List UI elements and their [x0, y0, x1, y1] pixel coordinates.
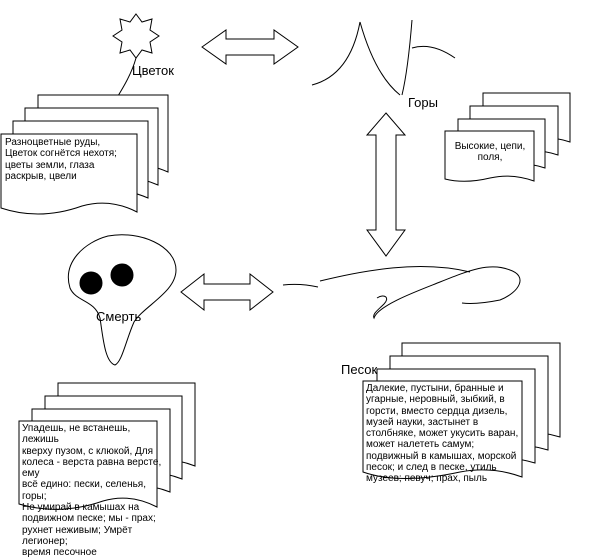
sand-note: Далекие, пустыни, бранные и угарные, нер…	[366, 383, 519, 485]
sand-icon	[282, 266, 521, 320]
diagram-drawing	[0, 13, 571, 510]
flower-icon	[99, 13, 160, 126]
mountains-icon	[311, 19, 456, 96]
sand-document-stack	[362, 342, 561, 479]
arrow-flower-mountains	[201, 29, 299, 65]
arrow-death-sand	[180, 272, 274, 312]
death-note: Упадешь, не встанешь, лежишь кверху пузо…	[22, 423, 162, 559]
mountains-document-stack	[444, 92, 571, 182]
death-label: Смерть	[96, 309, 142, 324]
mountains-note: Высокие, цепи, поля,	[454, 141, 526, 164]
death-icon	[67, 234, 177, 366]
death-document-stack	[18, 382, 196, 510]
flower-document-stack	[0, 94, 169, 215]
sand-label: Песок	[341, 362, 378, 377]
arrow-mountains-sand	[365, 112, 407, 257]
diagram-canvas: Цветок Горы Смерть Песок Разноцветные ру…	[0, 13, 571, 558]
mountains-label: Горы	[408, 95, 438, 110]
flower-note: Разноцветные руды, Цветок согнётся нехот…	[5, 137, 117, 182]
flower-label: Цветок	[132, 63, 174, 78]
